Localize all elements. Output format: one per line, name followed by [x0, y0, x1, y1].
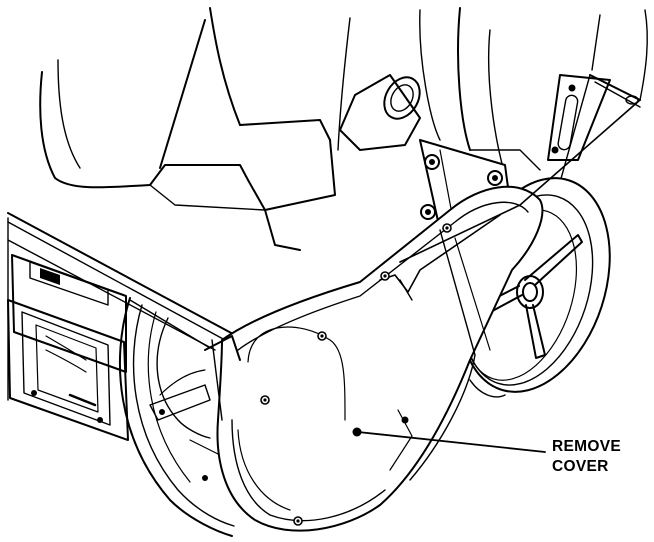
auger-shell	[118, 297, 235, 537]
callout-point	[352, 427, 362, 437]
discharge-chute	[39, 7, 541, 251]
auger-housing	[7, 212, 236, 441]
callout-leader	[352, 427, 546, 453]
handle-bracket	[547, 9, 648, 201]
callout-line-2: COVER	[552, 458, 609, 475]
belt-cover	[216, 99, 641, 532]
frame-lines	[129, 299, 241, 421]
callout-line-1: REMOVE	[552, 438, 621, 455]
remove-cover-label: REMOVE COVER	[552, 437, 652, 477]
